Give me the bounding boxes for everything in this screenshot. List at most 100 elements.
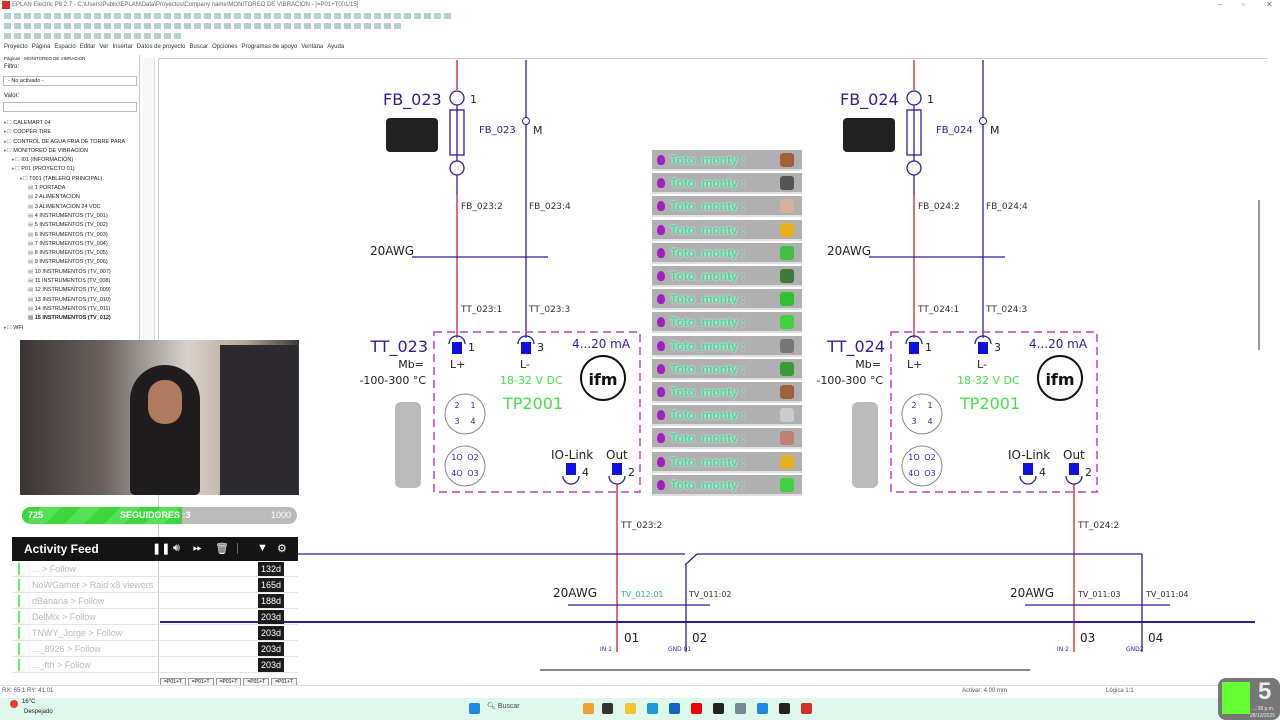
menu-item[interactable]: Espacio	[54, 44, 76, 50]
tree-item[interactable]: ▸☐ P01 (PROYECTO 01)	[4, 165, 132, 174]
toolbar-button[interactable]	[74, 13, 81, 19]
toolbar-button[interactable]	[324, 13, 331, 19]
menu-item[interactable]: Datos de proyecto	[136, 44, 186, 50]
toolbar-button[interactable]	[134, 23, 141, 29]
toolbar-button[interactable]	[144, 23, 151, 29]
toolbar-button[interactable]	[374, 23, 381, 29]
toolbar-button[interactable]	[234, 23, 241, 29]
toolbar-button[interactable]	[144, 13, 151, 19]
toolbar-button[interactable]	[164, 23, 171, 29]
toolbar-button[interactable]	[184, 23, 191, 29]
tree-item[interactable]: ▤ 7 INSTRUMENTOS (TV_004)	[4, 240, 132, 249]
toolbar-button[interactable]	[84, 33, 91, 39]
windows-start-icon[interactable]	[469, 703, 480, 714]
toolbar-button[interactable]	[174, 33, 181, 39]
toolbar-button[interactable]	[94, 23, 101, 29]
toolbar-button[interactable]	[44, 13, 51, 19]
tree-item[interactable]: ▤ 12 INSTRUMENTOS (TV_009)	[4, 286, 132, 295]
menu-item[interactable]: Ver	[99, 44, 109, 50]
gear-icon[interactable]: ⚙	[277, 543, 287, 555]
toolbar-button[interactable]	[434, 13, 441, 19]
toolbar-button[interactable]	[54, 23, 61, 29]
minimize-button[interactable]: –	[1218, 0, 1223, 9]
toolbar-button[interactable]	[374, 13, 381, 19]
toolbar-button[interactable]	[154, 23, 161, 29]
store-icon[interactable]	[669, 703, 680, 714]
tree-item[interactable]: ▸☐ MONITOREO DE VIBRACION	[4, 147, 132, 156]
toolbar-button[interactable]	[124, 33, 131, 39]
toolbar-button[interactable]	[274, 13, 281, 19]
toolbar-button[interactable]	[444, 13, 451, 19]
skip-icon[interactable]: ⏩︎	[193, 542, 202, 554]
file-explorer-icon[interactable]	[583, 703, 594, 714]
filter-select[interactable]: - No activado -	[3, 76, 137, 86]
toolbar-button[interactable]	[274, 23, 281, 29]
toolbar-button[interactable]	[204, 13, 211, 19]
toolbar-button[interactable]	[104, 23, 111, 29]
toolbar-button[interactable]	[394, 13, 401, 19]
filter-icon[interactable]: ▼	[257, 542, 268, 554]
toolbar-button[interactable]	[64, 33, 71, 39]
toolbar-button[interactable]	[134, 13, 141, 19]
menu-item[interactable]: Ayuda	[327, 44, 345, 50]
toolbar-button[interactable]	[364, 13, 371, 19]
menu-item[interactable]: Buscar	[189, 44, 209, 50]
toolbar-button[interactable]	[104, 13, 111, 19]
toolbar-button[interactable]	[4, 33, 11, 39]
toolbar-button[interactable]	[4, 23, 11, 29]
toolbar-button[interactable]	[254, 13, 261, 19]
toolbar-button[interactable]	[394, 23, 401, 29]
eplan-icon[interactable]	[801, 703, 812, 714]
menu-item[interactable]: Proyecto	[4, 44, 28, 50]
toolbar-button[interactable]	[194, 23, 201, 29]
toolbar-button[interactable]	[364, 23, 371, 29]
toolbar-button[interactable]	[344, 23, 351, 29]
tree-item[interactable]: ▤ 13 INSTRUMENTOS (TV_010)	[4, 296, 132, 305]
toolbar-button[interactable]	[284, 23, 291, 29]
toolbar-button[interactable]	[174, 23, 181, 29]
toolbar-button[interactable]	[244, 23, 251, 29]
toolbar-button[interactable]	[294, 13, 301, 19]
toolbar-button[interactable]	[24, 33, 31, 39]
toolbar-row-2[interactable]	[4, 21, 401, 31]
tree-item[interactable]: ▤ 4 INSTRUMENTOS (TV_001)	[4, 212, 132, 221]
tree-item[interactable]: ▸☐ I01 (INFORMACIÓN)	[4, 156, 132, 165]
toolbar-button[interactable]	[254, 23, 261, 29]
vertical-scrollbar[interactable]	[1258, 200, 1260, 350]
toolbar-button[interactable]	[14, 23, 21, 29]
toolbar-row-3[interactable]	[4, 31, 181, 41]
toolbar-button[interactable]	[24, 23, 31, 29]
toolbar-button[interactable]	[314, 13, 321, 19]
toolbar-button[interactable]	[294, 23, 301, 29]
toolbar-button[interactable]	[384, 13, 391, 19]
tree-item[interactable]: ▤ 11 INSTRUMENTOS (TV_008)	[4, 277, 132, 286]
toolbar-button[interactable]	[44, 23, 51, 29]
menu-item[interactable]: Opciones	[212, 44, 238, 50]
tree-item[interactable]: ▤ 6 INSTRUMENTOS (TV_003)	[4, 231, 132, 240]
toolbar-button[interactable]	[44, 33, 51, 39]
toolbar-button[interactable]	[114, 13, 121, 19]
trash-icon[interactable]: 🗑︎	[215, 543, 229, 555]
tree-item[interactable]: ▸☐ WFI	[4, 324, 132, 333]
toolbar-button[interactable]	[154, 13, 161, 19]
toolbar-button[interactable]	[74, 23, 81, 29]
tree-item[interactable]: ▸☐ COOPER TIRE	[4, 128, 132, 137]
toolbar-button[interactable]	[114, 33, 121, 39]
tree-item[interactable]: ▸☐ CALEMART 04	[4, 119, 132, 128]
toolbar-button[interactable]	[74, 33, 81, 39]
toolbar-button[interactable]	[54, 13, 61, 19]
toolbar-button[interactable]	[104, 33, 111, 39]
chatgpt-icon[interactable]	[713, 703, 724, 714]
toolbar-button[interactable]	[224, 13, 231, 19]
toolbar-button[interactable]	[344, 13, 351, 19]
toolbar-row-1[interactable]	[4, 11, 451, 21]
toolbar-button[interactable]	[14, 13, 21, 19]
toolbar-button[interactable]	[284, 13, 291, 19]
toolbar-button[interactable]	[134, 33, 141, 39]
tree-item[interactable]: ▸☐ T001 (TABLERO PRINCIPAL)	[4, 175, 132, 184]
toolbar-button[interactable]	[34, 33, 41, 39]
app-icon[interactable]	[602, 703, 613, 714]
toolbar-button[interactable]	[324, 23, 331, 29]
toolbar-button[interactable]	[314, 23, 321, 29]
toolbar-button[interactable]	[334, 23, 341, 29]
